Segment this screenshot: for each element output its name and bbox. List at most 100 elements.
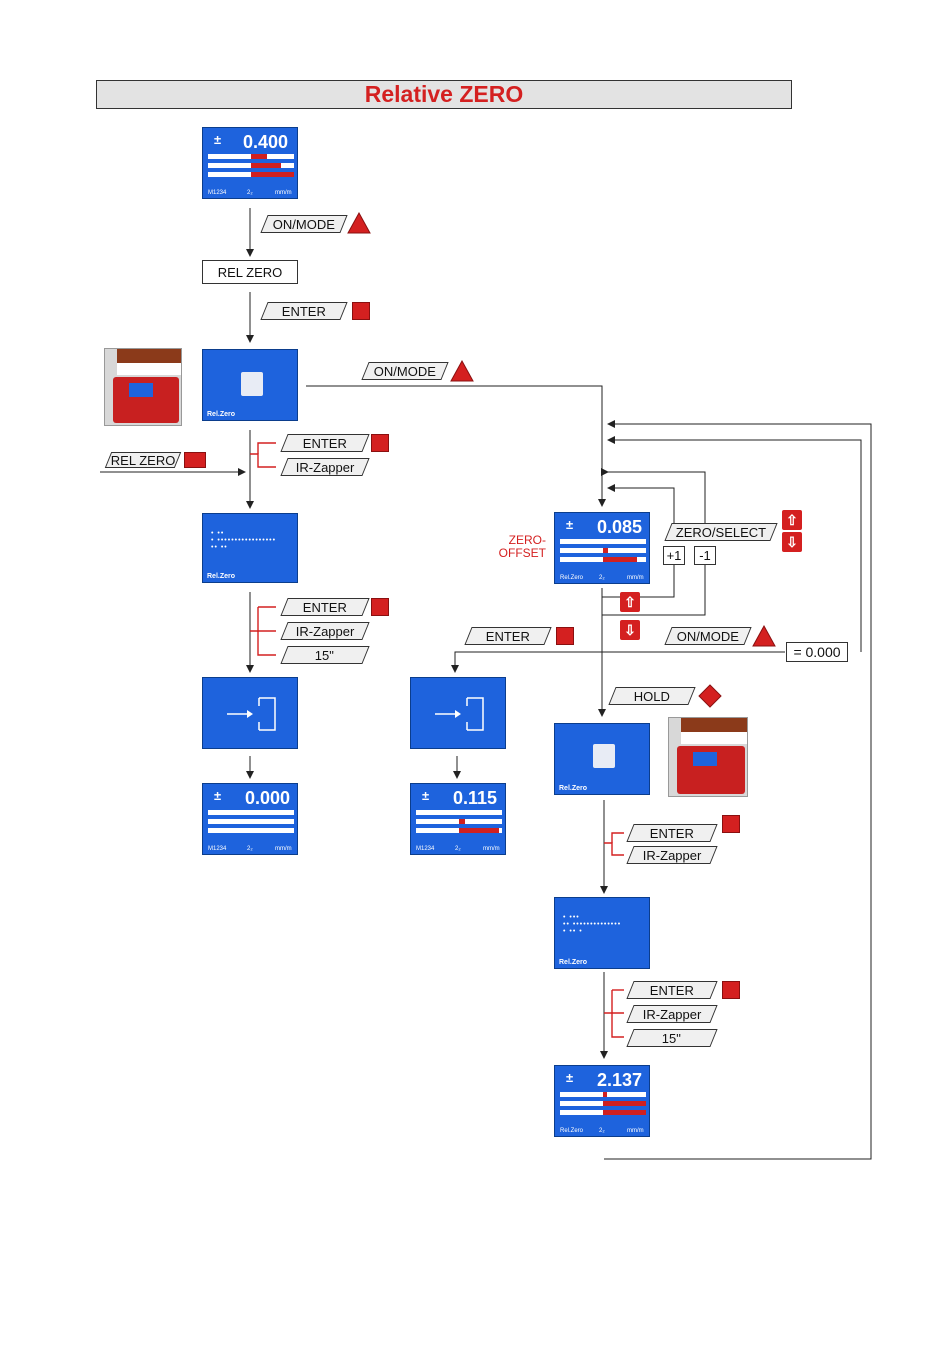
rel-zero-screen-label: Rel.Zero — [207, 411, 236, 418]
rel-zero-screen-label: Rel.Zero — [559, 959, 588, 966]
screen-foot-right: mm/m — [627, 1128, 644, 1134]
ir-zapper-label: IR-Zapper — [642, 1006, 702, 1022]
screen-value: 2.137 — [597, 1070, 643, 1090]
plus-minus-icon: ± — [214, 788, 222, 803]
on-mode-label: ON/MODE — [676, 628, 740, 644]
screen-value: 0.115 — [453, 788, 498, 808]
enter-square-icon — [184, 452, 206, 468]
storing-screen — [410, 677, 506, 749]
screen-foot-mid: 2₂ — [247, 190, 253, 196]
enter-key[interactable]: ENTER — [626, 824, 718, 842]
arrow-up-icon: ⇧ — [782, 510, 802, 530]
arrow-up-icon: ⇧ — [620, 592, 640, 612]
timeout-key: 15" — [626, 1029, 718, 1047]
arrow-down-icon: ⇩ — [782, 532, 802, 552]
minus-one-button[interactable]: -1 — [694, 546, 716, 565]
progress-dots-icon: • ••• ••••••••••••••••• •• •• — [211, 530, 277, 551]
arrow-down-icon: ⇩ — [620, 620, 640, 640]
zero-offset-line2: OFFSET — [498, 546, 546, 560]
enter-square-icon — [722, 981, 740, 999]
enter-label: ENTER — [649, 982, 695, 998]
screen-foot-mid: 2₂ — [455, 846, 461, 852]
equals-zero-box: = 0.000 — [786, 642, 848, 662]
rel-zero-key[interactable]: REL ZERO — [104, 452, 182, 468]
measuring-screen: • ••• ••••••••••••••••• •• •• Rel.Zero — [202, 513, 298, 583]
plus-one-button[interactable]: +1 — [663, 546, 685, 565]
enter-label: ENTER — [281, 303, 327, 319]
enter-square-icon — [371, 598, 389, 616]
measuring-screen: • ••• •• ••••••••••••••• •• • Rel.Zero — [554, 897, 650, 969]
zero-offset-label: ZERO- OFFSET — [478, 534, 546, 560]
screen-foot-right: mm/m — [627, 575, 644, 581]
storing-screen — [202, 677, 298, 749]
ir-zapper-key[interactable]: IR-Zapper — [280, 622, 370, 640]
on-mode-key[interactable]: ON/MODE — [361, 362, 449, 380]
equals-zero-label: = 0.000 — [793, 644, 841, 660]
enter-key[interactable]: ENTER — [626, 981, 718, 999]
ir-zapper-key[interactable]: IR-Zapper — [280, 458, 370, 476]
title-bar: Relative ZERO — [96, 80, 792, 109]
screen-value: 0.400 — [243, 132, 289, 152]
rel-zero-menu-label: REL ZERO — [217, 264, 283, 280]
rel-zero-menu-item[interactable]: REL ZERO — [202, 260, 298, 284]
display-screen-final-right: ± 2.137 Rel.Zero 2₂ mm/m — [554, 1065, 650, 1137]
enter-key[interactable]: ENTER — [260, 302, 348, 320]
screen-foot-left: M1234 — [208, 846, 227, 852]
enter-key[interactable]: ENTER — [280, 434, 370, 452]
ir-zapper-label: IR-Zapper — [295, 459, 355, 475]
timeout-key: 15" — [280, 646, 370, 664]
enter-square-icon — [556, 627, 574, 645]
on-mode-label: ON/MODE — [373, 363, 437, 379]
plus-minus-icon: ± — [566, 517, 574, 532]
display-screen-initial: ± 0.400 M1234 2₂ mm/m — [202, 127, 298, 199]
screen-foot-right: mm/m — [483, 846, 500, 852]
plug-icon — [593, 744, 615, 768]
enter-label: ENTER — [649, 825, 695, 841]
rel-zero-screen-label: Rel.Zero — [559, 785, 588, 792]
enter-label: ENTER — [302, 435, 348, 451]
zero-select-key[interactable]: ZERO/SELECT — [664, 523, 778, 541]
rel-zero-screen: Rel.Zero — [554, 723, 650, 795]
screen-foot-right: mm/m — [275, 190, 292, 196]
rel-zero-screen-label: Rel.Zero — [207, 573, 236, 580]
enter-label: ENTER — [485, 628, 531, 644]
device-icon — [104, 348, 182, 426]
screen-foot-left: Rel.Zero — [560, 1128, 584, 1134]
hold-label: HOLD — [633, 688, 671, 704]
enter-key[interactable]: ENTER — [464, 627, 552, 645]
screen-foot-left: Rel.Zero — [560, 575, 584, 581]
warning-triangle-icon — [752, 625, 776, 647]
timeout-label: 15" — [315, 647, 335, 663]
hold-diamond-icon — [698, 684, 722, 708]
on-mode-label: ON/MODE — [272, 216, 336, 232]
zero-select-label: ZERO/SELECT — [675, 524, 767, 540]
page-title: Relative ZERO — [364, 81, 524, 107]
enter-square-icon — [371, 434, 389, 452]
screen-value: 0.085 — [597, 517, 643, 537]
on-mode-key[interactable]: ON/MODE — [664, 627, 752, 645]
screen-foot-mid: 2₂ — [247, 846, 253, 852]
screen-foot-mid: 2₂ — [599, 575, 605, 581]
timeout-label: 15" — [662, 1030, 682, 1046]
device-icon — [668, 717, 748, 797]
screen-value: 0.000 — [245, 788, 291, 808]
enter-key[interactable]: ENTER — [280, 598, 370, 616]
ir-zapper-label: IR-Zapper — [642, 847, 702, 863]
on-mode-key[interactable]: ON/MODE — [260, 215, 348, 233]
display-screen-final-mid: ± 0.115 M1234 2₂ mm/m — [410, 783, 506, 855]
ir-zapper-key[interactable]: IR-Zapper — [626, 1005, 718, 1023]
ir-zapper-label: IR-Zapper — [295, 623, 355, 639]
plus-minus-icon: ± — [214, 132, 222, 147]
enter-label: ENTER — [302, 599, 348, 615]
enter-square-icon — [352, 302, 370, 320]
rel-zero-key-label: REL ZERO — [110, 452, 176, 468]
minus-one-label: -1 — [699, 548, 711, 563]
warning-triangle-icon — [347, 212, 371, 234]
display-screen-offset: ± 0.085 Rel.Zero 2₂ mm/m — [554, 512, 650, 584]
warning-triangle-icon — [450, 360, 474, 382]
hold-key[interactable]: HOLD — [608, 687, 696, 705]
screen-foot-mid: 2₂ — [599, 1128, 605, 1134]
screen-foot-left: M1234 — [416, 846, 435, 852]
enter-square-icon — [722, 815, 740, 833]
ir-zapper-key[interactable]: IR-Zapper — [626, 846, 718, 864]
